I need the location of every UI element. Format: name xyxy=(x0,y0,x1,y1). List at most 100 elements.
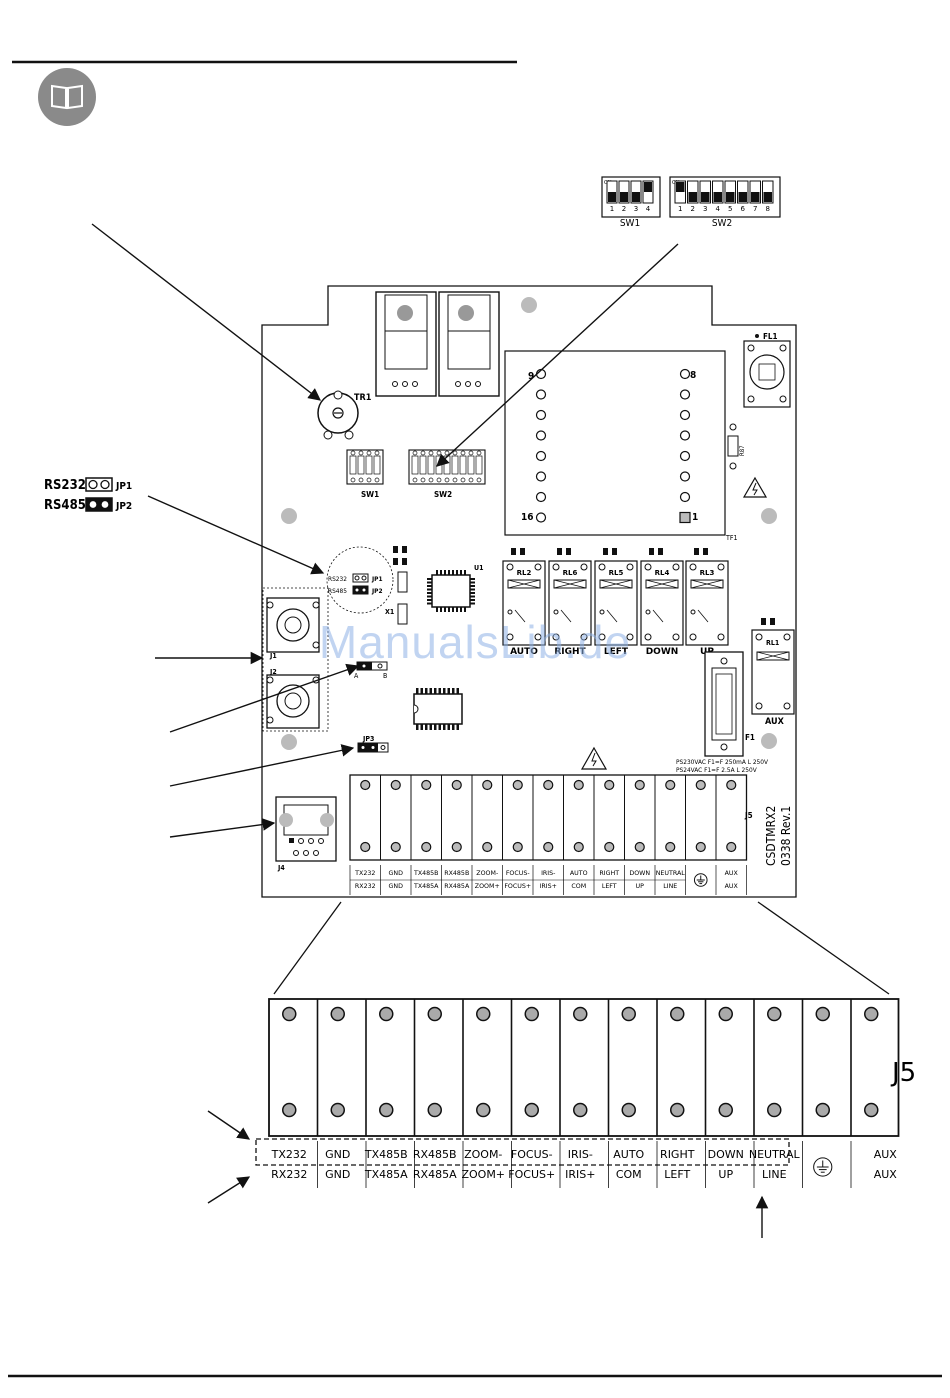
terminal-screw xyxy=(421,841,432,853)
board-dip-switch xyxy=(357,455,365,475)
zoom-terminal-label-bottom: COM xyxy=(616,1168,642,1181)
fuse-f1: F1 PS230VAC F1=F 250mA L 250V PS24VAC F1… xyxy=(676,651,768,774)
relay-coil-line xyxy=(507,579,541,589)
resistor-r87: R87 xyxy=(727,423,746,470)
board-dip-switch xyxy=(475,455,483,475)
zoom-terminal-screw xyxy=(427,1102,442,1118)
terminal-label-bottom: GND xyxy=(389,883,404,890)
terminal-screw xyxy=(695,779,706,791)
terminal-screw xyxy=(360,841,371,853)
u1-pin xyxy=(444,570,446,575)
relay-pin xyxy=(689,563,697,571)
jumper-jp3: JP3 xyxy=(357,735,389,753)
zoom-terminal-screw xyxy=(379,1006,394,1022)
dip-switch-sw1-illustration: ON1234 xyxy=(601,176,661,218)
relay-body xyxy=(502,560,546,646)
mounting-holes xyxy=(281,297,777,750)
board-dip-pin xyxy=(460,450,466,456)
board-dip-switch xyxy=(467,455,475,475)
board-dip-pin xyxy=(436,477,442,483)
zoom-terminal-label-top: RX485B xyxy=(413,1148,457,1161)
relay-pin xyxy=(672,563,680,571)
board-dip-pin xyxy=(412,477,418,483)
board-dip-switch xyxy=(459,455,467,475)
dip-switch-number: 6 xyxy=(741,205,746,213)
terminal-label-bottom: RX232 xyxy=(355,883,376,890)
dip-switch-toggle xyxy=(608,192,616,202)
relay-contact-line xyxy=(652,609,664,623)
zoom-terminal-label-bottom: LINE xyxy=(762,1168,787,1181)
zoom-terminal-screw xyxy=(815,1102,830,1118)
terminal-screw xyxy=(451,841,462,853)
zoom-terminal-label-top: FOCUS- xyxy=(511,1148,553,1161)
board-dip-pin xyxy=(420,450,426,456)
relay-pad xyxy=(557,548,562,555)
zoom-terminal-screw xyxy=(573,1102,588,1118)
terminal-label-bottom: FOCUS+ xyxy=(504,883,531,890)
board-dip-pin xyxy=(428,450,434,456)
u1-pin xyxy=(427,585,432,587)
zoom-terminal-screw xyxy=(282,1102,297,1118)
terminal-label-bottom: COM xyxy=(571,883,586,890)
board-terminal-block-j5: TX232RX232GNDGNDTX485BTX485ARX485BRX485A… xyxy=(349,774,748,895)
u1-pin xyxy=(427,602,432,605)
zoom-terminal-screw xyxy=(621,1006,636,1022)
sw2-caption: SW2 xyxy=(712,218,732,229)
legend-jp1-label: JP1 xyxy=(115,481,132,492)
board-sw2-label: SW2 xyxy=(434,490,452,499)
dip-ic-pin xyxy=(447,688,450,694)
zoom-terminal-screw xyxy=(476,1006,491,1022)
x1-label: X1 xyxy=(385,608,394,616)
board-revision: 0338 Rev.1 xyxy=(779,806,793,866)
terminal-screw xyxy=(451,779,462,791)
legend-jp2-label: JP2 xyxy=(115,501,132,512)
tf1-pin xyxy=(679,368,691,380)
u1-pin xyxy=(470,581,475,584)
tf1-pin xyxy=(535,471,547,482)
ic-u1: U1 xyxy=(427,564,484,612)
tf1-pin xyxy=(679,389,691,400)
terminal-screw xyxy=(726,841,737,853)
terminal-screw xyxy=(573,841,584,853)
filter-fl1: FL1 xyxy=(743,332,791,408)
dip-ic-pin xyxy=(438,724,441,730)
zoom-guide-right xyxy=(757,901,890,995)
relay-function-label: RIGHT xyxy=(554,647,586,657)
tf1-pin xyxy=(679,409,691,421)
terminal-screw xyxy=(512,841,523,853)
u1-pin xyxy=(460,570,462,575)
dashed-label-highlight xyxy=(255,1138,790,1166)
zoom-terminal-screw xyxy=(573,1006,588,1022)
relay-rl1: RL1 AUX xyxy=(751,629,795,727)
terminal-label-bottom: UP xyxy=(636,883,645,890)
tf1-label: TF1 xyxy=(725,534,737,542)
relay-pin xyxy=(689,633,697,641)
relay-contact-line xyxy=(606,609,618,623)
tf1-pin xyxy=(535,512,547,523)
board-name: CSDTMRX2 xyxy=(764,806,778,866)
f1-label: F1 xyxy=(745,733,755,742)
relay-pin xyxy=(506,563,514,571)
hv-warning-icon xyxy=(742,476,768,498)
terminal-screw xyxy=(604,779,615,791)
book-icon xyxy=(38,68,96,126)
terminal-label-top: TX485B xyxy=(413,870,439,877)
board-dip-pin xyxy=(460,477,466,483)
terminal-screw xyxy=(665,779,676,791)
zoom-terminal-label-bottom: LEFT xyxy=(664,1168,690,1181)
board-dip-pin xyxy=(350,450,356,456)
dip-ic-pin xyxy=(456,724,459,730)
u1-pin xyxy=(427,578,432,580)
dip-ic-pin xyxy=(416,724,419,730)
terminal-screw xyxy=(604,841,615,853)
relay-pad xyxy=(520,548,525,555)
dip-ic-notch xyxy=(413,704,419,714)
crystal-x1: X1 xyxy=(385,571,408,625)
zoom-terminal-screw xyxy=(379,1102,394,1118)
terminal-label-top: RIGHT xyxy=(599,870,619,877)
board-dip-switch xyxy=(427,455,435,475)
relay-pin xyxy=(506,633,514,641)
terminal-screw xyxy=(695,841,706,853)
zoom-terminal-screw xyxy=(718,1102,733,1118)
terminal-screw xyxy=(512,779,523,791)
